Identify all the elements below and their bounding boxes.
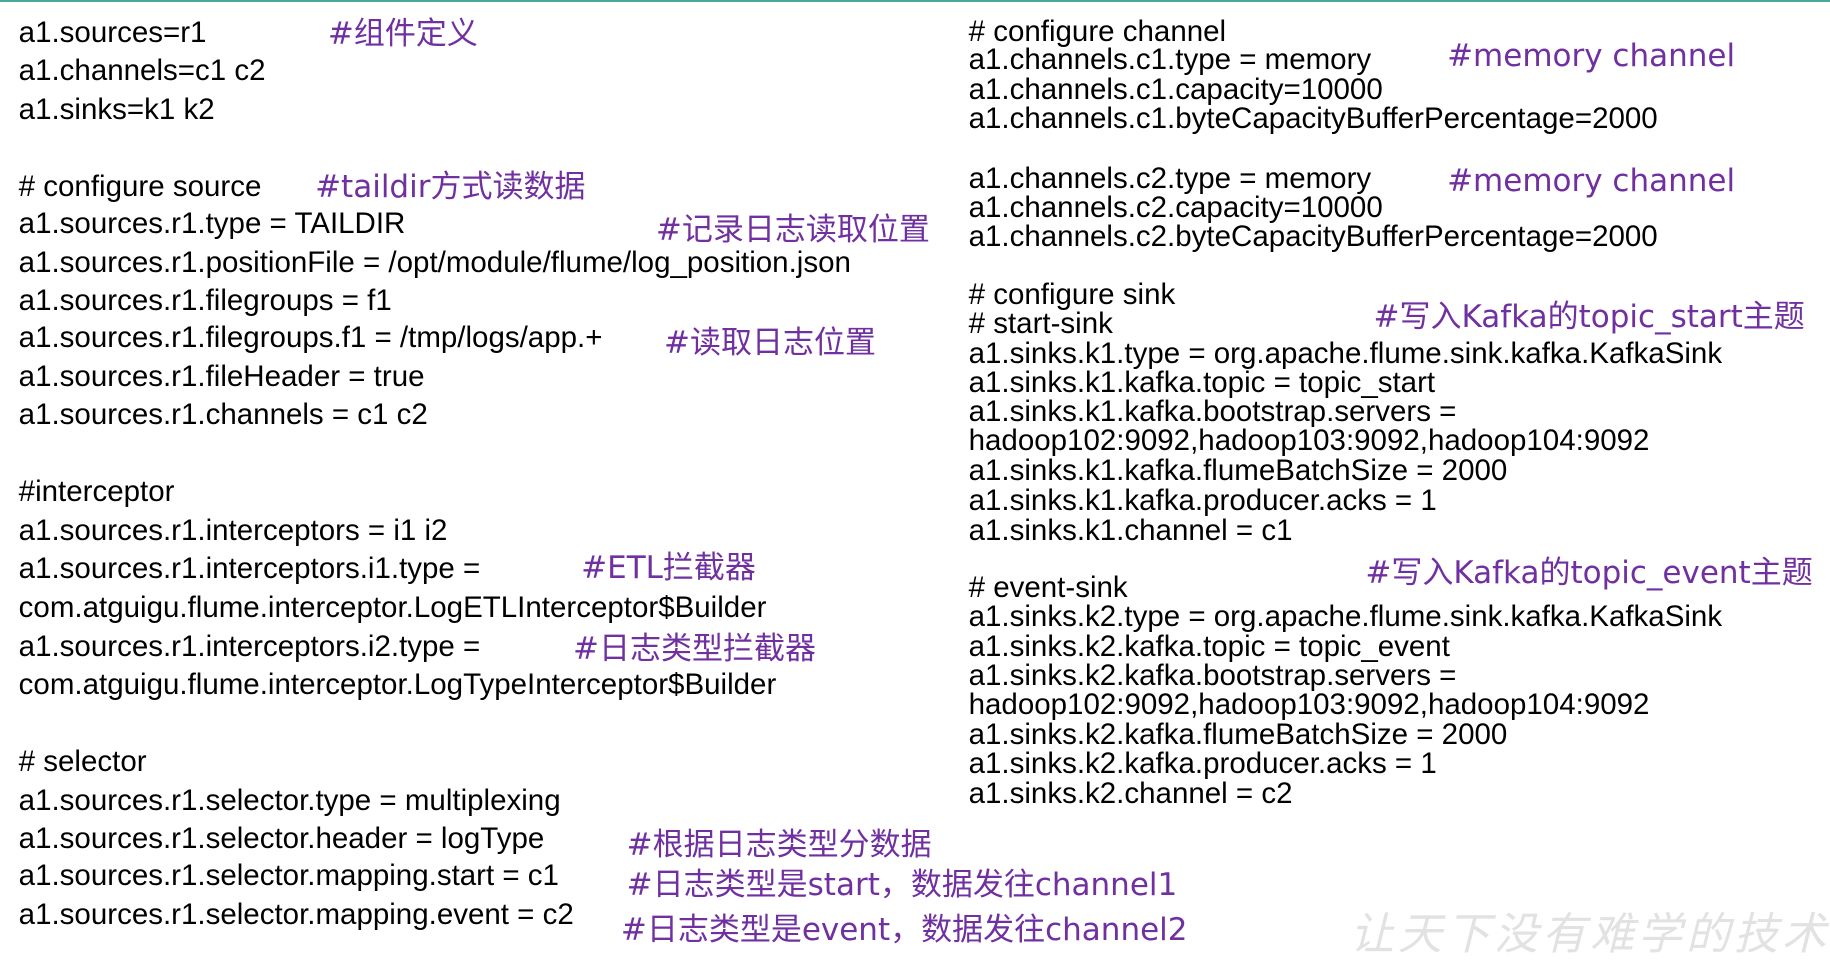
top-accent-line xyxy=(0,0,1830,2)
config-comment: #写入Kafka的topic_event主题 xyxy=(1365,554,1813,591)
config-comment: #taildir方式读数据 xyxy=(315,168,586,205)
config-line: a1.channels.c1.type = memory xyxy=(968,42,1372,76)
config-comment: #读取日志位置 xyxy=(664,325,876,362)
config-line: a1.sinks.k1.channel = c1 xyxy=(968,513,1293,547)
config-line: a1.sources.r1.interceptors.i2.type = xyxy=(18,629,481,663)
config-comment: #根据日志类型分数据 xyxy=(626,826,932,863)
config-line: a1.sources.r1.filegroups.f1 = /tmp/logs/… xyxy=(18,321,603,355)
config-line: a1.sources.r1.interceptors = i1 i2 xyxy=(18,513,448,547)
config-line: a1.channels.c2.byteCapacityBufferPercent… xyxy=(968,219,1658,253)
config-line: # configure sink xyxy=(968,278,1176,312)
config-line: a1.sources.r1.positionFile = /opt/module… xyxy=(18,245,851,279)
config-line: a1.sinks.k2.kafka.bootstrap.servers = xyxy=(968,658,1457,692)
config-line: com.atguigu.flume.interceptor.LogTypeInt… xyxy=(18,668,777,702)
config-line: a1.sinks.k1.type = org.apache.flume.sink… xyxy=(968,336,1723,370)
config-comment: #memory channel xyxy=(1447,38,1736,75)
config-comment: #memory channel xyxy=(1447,162,1736,199)
config-line: a1.sinks.k1.kafka.flumeBatchSize = 2000 xyxy=(968,454,1508,488)
config-line: a1.channels.c2.capacity=10000 xyxy=(968,190,1383,224)
config-line: a1.sinks.k2.kafka.flumeBatchSize = 2000 xyxy=(968,718,1508,752)
config-line: a1.channels=c1 c2 xyxy=(18,54,266,88)
config-line: a1.sinks=k1 k2 xyxy=(18,92,215,126)
config-line: #interceptor xyxy=(18,475,175,509)
config-comment: #写入Kafka的topic_start主题 xyxy=(1373,299,1805,336)
config-line: a1.sources.r1.selector.type = multiplexi… xyxy=(18,783,561,817)
config-line: a1.sources.r1.selector.mapping.start = c… xyxy=(18,859,559,893)
config-comment: #ETL拦截器 xyxy=(581,550,756,587)
config-line: a1.sinks.k2.kafka.topic = topic_event xyxy=(968,629,1450,663)
config-line: a1.sources.r1.filegroups = f1 xyxy=(18,284,392,318)
config-comment: #记录日志读取位置 xyxy=(655,211,930,248)
config-comment: #日志类型是start，数据发往channel1 xyxy=(626,866,1178,903)
config-line: a1.sources.r1.type = TAILDIR xyxy=(18,207,406,241)
config-comment: #日志类型是event，数据发往channel2 xyxy=(620,912,1188,949)
config-line: # start-sink xyxy=(968,307,1113,341)
config-line: # configure channel xyxy=(968,14,1227,48)
config-line: a1.sinks.k1.kafka.producer.acks = 1 xyxy=(968,483,1437,517)
config-line: a1.sources.r1.selector.header = logType xyxy=(18,822,545,856)
watermark: 让天下没有难学的技术 xyxy=(1350,909,1830,960)
config-line: a1.sinks.k2.channel = c2 xyxy=(968,776,1293,810)
config-comment: #组件定义 xyxy=(327,15,478,52)
config-line: a1.sources=r1 xyxy=(18,15,207,49)
config-line: a1.channels.c1.byteCapacityBufferPercent… xyxy=(968,102,1658,136)
config-line: a1.sources.r1.fileHeader = true xyxy=(18,359,425,393)
config-line: a1.sources.r1.channels = c1 c2 xyxy=(18,398,428,432)
config-line: a1.channels.c1.capacity=10000 xyxy=(968,72,1383,106)
config-line: a1.sources.r1.interceptors.i1.type = xyxy=(18,552,481,586)
config-line: # event-sink xyxy=(968,571,1128,605)
config-line: a1.sinks.k2.type = org.apache.flume.sink… xyxy=(968,600,1723,634)
config-line: a1.sinks.k1.kafka.bootstrap.servers = xyxy=(968,394,1457,428)
config-line: a1.sinks.k1.kafka.topic = topic_start xyxy=(968,365,1436,399)
config-line: a1.channels.c2.type = memory xyxy=(968,161,1372,195)
config-line: a1.sources.r1.selector.mapping.event = c… xyxy=(18,897,574,931)
config-line: hadoop102:9092,hadoop103:9092,hadoop104:… xyxy=(968,687,1650,721)
config-line: com.atguigu.flume.interceptor.LogETLInte… xyxy=(18,591,767,624)
config-line: hadoop102:9092,hadoop103:9092,hadoop104:… xyxy=(968,424,1650,458)
config-line: # configure source xyxy=(18,169,262,203)
config-line: # selector xyxy=(18,745,147,779)
config-comment: #日志类型拦截器 xyxy=(572,630,816,667)
config-line: a1.sinks.k2.kafka.producer.acks = 1 xyxy=(968,747,1437,781)
